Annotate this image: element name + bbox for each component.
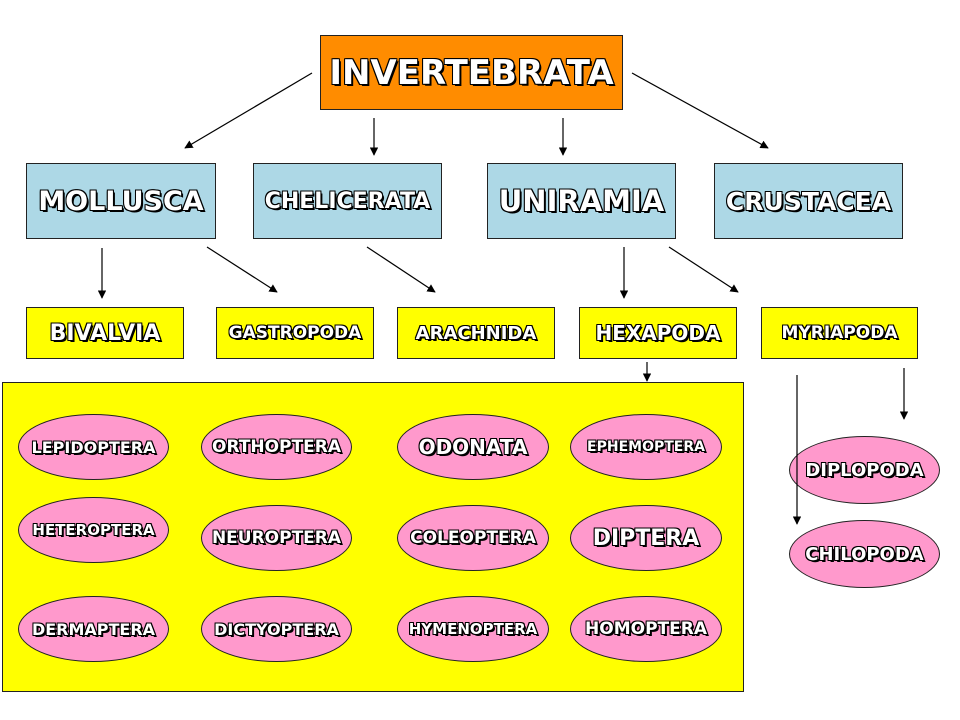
node-odonata: ODONATA (397, 414, 549, 480)
arrow-invertebrata-crustacea (631, 72, 769, 149)
node-label: COLEOPTERA (410, 528, 536, 548)
node-label: CHILOPODA (805, 543, 924, 565)
node-label: ORTHOPTERA (212, 437, 341, 457)
node-gastropoda: GASTROPODA (216, 307, 374, 359)
node-label: HETEROPTERA (32, 521, 155, 539)
node-label: NEUROPTERA (211, 528, 342, 548)
node-bivalvia: BIVALVIA (26, 307, 184, 359)
node-uniramia: UNIRAMIA (487, 163, 676, 239)
node-orthoptera: ORTHOPTERA (201, 414, 352, 480)
arrow-chelicerata-arachnida (366, 246, 436, 293)
node-dermaptera: DERMAPTERA (18, 596, 169, 662)
node-diptera: DIPTERA (570, 505, 722, 571)
node-hymenoptera: HYMENOPTERA (397, 596, 549, 662)
node-label: HYMENOPTERA (408, 620, 538, 638)
node-chelicerata: CHELICERATA (253, 163, 442, 239)
node-label: GASTROPODA (228, 323, 362, 343)
node-label: HOMOPTERA (585, 619, 707, 639)
node-arachnida: ARACHNIDA (397, 307, 555, 359)
node-label: MOLLUSCA (38, 185, 204, 217)
node-heteroptera: HETEROPTERA (18, 497, 169, 563)
node-label: CRUSTACEA (725, 186, 892, 216)
node-ephemoptera: EPHEMOPTERA (570, 414, 722, 480)
node-chilopoda: CHILOPODA (789, 520, 940, 588)
arrow-mollusca-gastropoda (206, 246, 278, 293)
node-dictyoptera: DICTYOPTERA (201, 596, 352, 662)
node-label: CHELICERATA (264, 188, 431, 214)
node-label: DERMAPTERA (31, 619, 156, 639)
node-coleoptera: COLEOPTERA (397, 505, 549, 571)
node-label: ARACHNIDA (415, 322, 537, 344)
arrow-invertebrata-mollusca (184, 72, 313, 149)
node-diplopoda: DIPLOPODA (789, 436, 940, 504)
node-myriapoda: MYRIAPODA (761, 307, 918, 359)
node-neuroptera: NEUROPTERA (201, 505, 352, 571)
arrow-uniramia-myriapoda (668, 246, 739, 293)
node-label: HEXAPODA (595, 321, 721, 345)
node-homoptera: HOMOPTERA (570, 596, 722, 662)
node-label: BIVALVIA (49, 320, 161, 346)
node-label: DICTYOPTERA (214, 619, 339, 639)
node-label: ODONATA (418, 435, 528, 459)
node-invertebrata: INVERTEBRATA (320, 35, 623, 110)
node-label: INVERTEBRATA (329, 52, 614, 93)
node-lepidoptera: LEPIDOPTERA (18, 414, 169, 480)
node-label: MYRIAPODA (781, 323, 898, 343)
node-label: DIPLOPODA (805, 459, 924, 481)
node-label: LEPIDOPTERA (31, 437, 156, 457)
node-label: EPHEMOPTERA (587, 439, 705, 455)
node-hexapoda: HEXAPODA (579, 307, 737, 359)
node-label: DIPTERA (592, 525, 700, 551)
node-crustacea: CRUSTACEA (714, 163, 903, 239)
node-label: UNIRAMIA (498, 184, 665, 218)
node-mollusca: MOLLUSCA (26, 163, 216, 239)
